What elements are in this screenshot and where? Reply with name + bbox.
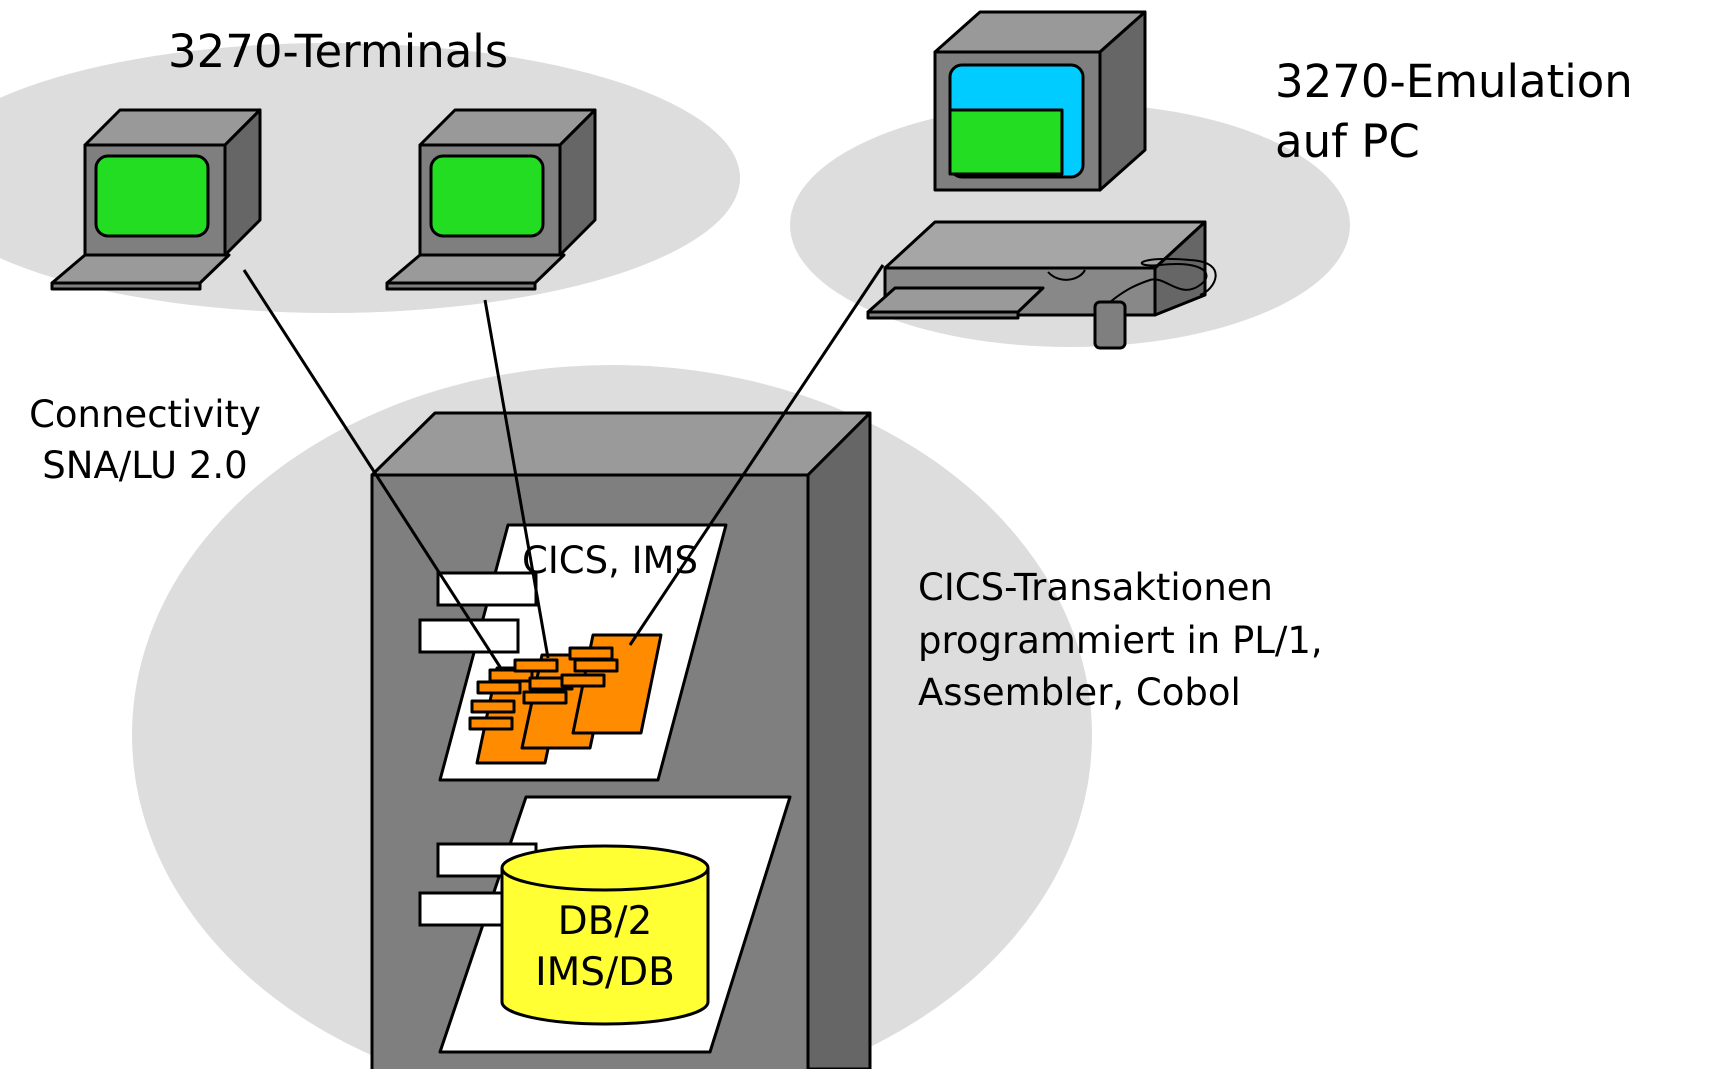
interface-slot — [436, 571, 538, 607]
terminal-icon — [50, 108, 262, 291]
terminals-title: 3270-Terminals — [168, 25, 508, 78]
pc-icon — [866, 10, 1217, 350]
database-icon — [500, 844, 710, 1026]
emulation-label-line2: auf PC — [1275, 115, 1420, 168]
database-label-line2: IMS/DB — [535, 950, 675, 995]
connectivity-label-line1: Connectivity — [29, 393, 261, 436]
connection-line — [242, 269, 504, 671]
transactions-label-line3: Assembler, Cobol — [918, 671, 1241, 714]
transaction-program-icon — [468, 633, 663, 765]
connection-lines — [242, 264, 885, 671]
transactions-label-line2: programmiert in PL/1, — [918, 619, 1323, 662]
connectivity-label-line2: SNA/LU 2.0 — [42, 444, 247, 487]
connection-line — [483, 299, 550, 659]
connection-line — [628, 264, 885, 646]
transactions-label-line1: CICS-Transaktionen — [918, 566, 1273, 609]
terminal-icon — [385, 108, 597, 291]
database-label-line1: DB/2 — [558, 899, 653, 944]
tp-monitor-label: CICS, IMS — [522, 539, 698, 582]
interface-slot — [418, 618, 520, 654]
emulation-label-line1: 3270-Emulation — [1275, 55, 1633, 108]
